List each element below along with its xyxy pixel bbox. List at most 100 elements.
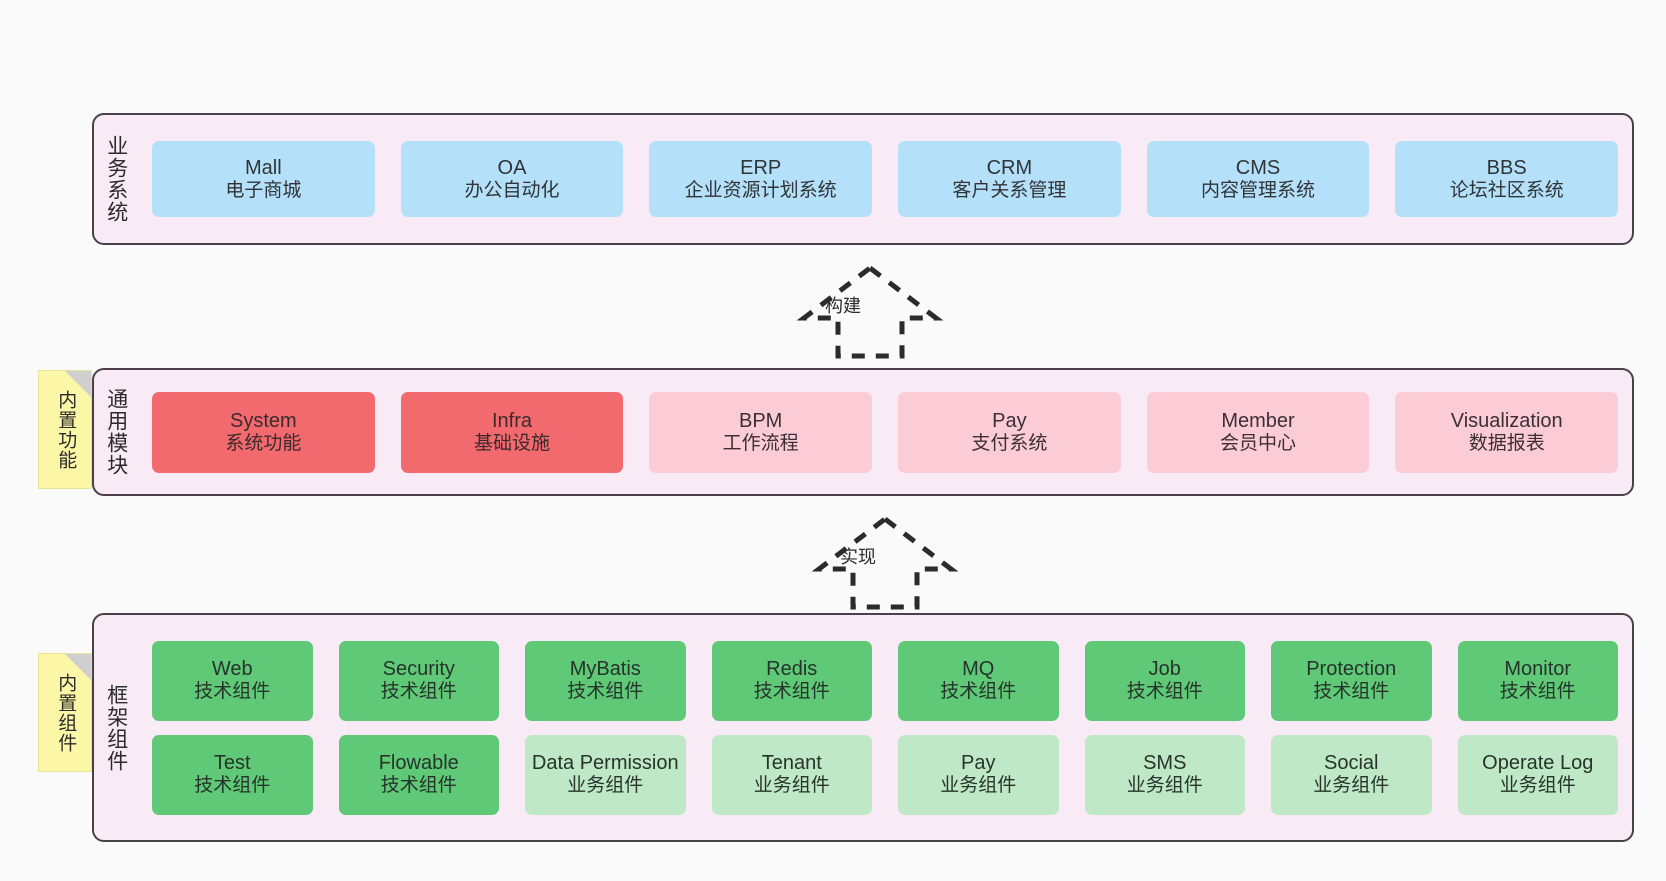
card-cms[interactable]: CMS 内容管理系统	[1146, 141, 1370, 217]
card-subtitle: 业务组件	[753, 775, 830, 797]
card-title: Pay	[961, 752, 996, 775]
card-subtitle: 业务组件	[1126, 775, 1203, 797]
card-title: Data Permission	[531, 752, 679, 775]
card-subtitle: 论坛社区系统	[1449, 179, 1564, 201]
card-title: BBS	[1486, 156, 1527, 179]
card-title: MyBatis	[569, 658, 641, 681]
layer-business-systems[interactable]: 业务系统 Mall 电子商城 OA 办公自动化 ERP 企业资源计划系统 CRM…	[92, 113, 1634, 245]
note-fold-corner-icon	[65, 371, 91, 397]
card-subtitle: 技术组件	[380, 775, 457, 797]
card-title: Infra	[491, 409, 533, 432]
card-title: Flowable	[378, 752, 459, 775]
card-test[interactable]: Test 技术组件	[152, 734, 313, 815]
card-crm[interactable]: CRM 客户关系管理	[898, 141, 1121, 217]
layer-framework-components-title: 框架组件	[104, 683, 128, 772]
card-subtitle: 技术组件	[1126, 681, 1203, 703]
card-title: CMS	[1235, 156, 1281, 179]
note-builtin-features[interactable]: 内置功能	[38, 370, 92, 489]
card-subtitle: 会员中心	[1220, 432, 1297, 454]
card-title: Operate Log	[1482, 752, 1594, 775]
card-subtitle: 业务组件	[940, 775, 1017, 797]
card-subtitle: 工作流程	[722, 432, 799, 454]
note-fold-corner-icon	[65, 654, 91, 680]
card-subtitle: 技术组件	[194, 681, 271, 703]
note-label: 内置组件	[55, 672, 77, 753]
layer-framework-components[interactable]: 框架组件 Web 技术组件 Security 技术组件 MyBatis 技术组件…	[92, 613, 1634, 842]
card-mq[interactable]: MQ 技术组件	[898, 640, 1059, 721]
card-pay-business[interactable]: Pay 业务组件	[898, 734, 1059, 815]
connector-implement-arrow	[811, 515, 959, 610]
card-title: MQ	[962, 658, 995, 681]
card-subtitle: 技术组件	[1313, 681, 1390, 703]
card-title: Social	[1324, 752, 1379, 775]
card-protection[interactable]: Protection 技术组件	[1271, 640, 1432, 721]
card-tenant[interactable]: Tenant 业务组件	[711, 734, 872, 815]
card-title: Test	[213, 752, 251, 775]
card-title: Mall	[245, 156, 282, 179]
card-subtitle: 办公自动化	[464, 179, 560, 201]
card-title: Redis	[766, 658, 818, 681]
card-title: Member	[1221, 409, 1295, 432]
card-subtitle: 系统功能	[225, 432, 302, 454]
connector-build-label: 构建	[825, 296, 861, 316]
card-subtitle: 基础设施	[474, 432, 551, 454]
card-member[interactable]: Member 会员中心	[1146, 391, 1370, 473]
card-job[interactable]: Job 技术组件	[1084, 640, 1245, 721]
card-flowable[interactable]: Flowable 技术组件	[338, 734, 499, 815]
card-bpm[interactable]: BPM 工作流程	[649, 391, 873, 473]
card-subtitle: 业务组件	[567, 775, 644, 797]
card-title: ERP	[740, 156, 782, 179]
card-security[interactable]: Security 技术组件	[338, 640, 499, 721]
card-subtitle: 技术组件	[1499, 681, 1576, 703]
card-subtitle: 技术组件	[194, 775, 271, 797]
card-title: BPM	[739, 409, 783, 432]
card-data-permission[interactable]: Data Permission 业务组件	[525, 734, 686, 815]
card-title: Job	[1148, 658, 1181, 681]
layer-business-systems-title: 业务系统	[104, 135, 128, 223]
card-title: Protection	[1306, 658, 1397, 681]
card-redis[interactable]: Redis 技术组件	[711, 640, 872, 721]
card-mybatis[interactable]: MyBatis 技术组件	[525, 640, 686, 721]
card-subtitle: 支付系统	[971, 432, 1048, 454]
card-operate-log[interactable]: Operate Log 业务组件	[1457, 734, 1618, 815]
card-subtitle: 数据报表	[1468, 432, 1545, 454]
card-subtitle: 电子商城	[225, 179, 302, 201]
card-row: Test 技术组件 Flowable 技术组件 Data Permission …	[152, 734, 1618, 815]
card-pay[interactable]: Pay 支付系统	[898, 391, 1121, 473]
card-oa[interactable]: OA 办公自动化	[400, 141, 624, 217]
card-erp[interactable]: ERP 企业资源计划系统	[649, 141, 873, 217]
card-infra[interactable]: Infra 基础设施	[400, 391, 624, 473]
layer-framework-components-body: Web 技术组件 Security 技术组件 MyBatis 技术组件 Redi…	[138, 615, 1632, 840]
card-title: OA	[497, 156, 527, 179]
card-monitor[interactable]: Monitor 技术组件	[1457, 640, 1618, 721]
card-subtitle: 技术组件	[940, 681, 1017, 703]
note-builtin-components[interactable]: 内置组件	[38, 653, 92, 772]
card-title: Security	[382, 658, 455, 681]
card-row: System 系统功能 Infra 基础设施 BPM 工作流程 Pay 支付系统…	[152, 391, 1619, 473]
card-visualization[interactable]: Visualization 数据报表	[1395, 391, 1619, 473]
card-bbs[interactable]: BBS 论坛社区系统	[1395, 141, 1619, 217]
card-title: SMS	[1143, 752, 1187, 775]
card-system[interactable]: System 系统功能	[152, 391, 375, 473]
card-subtitle: 内容管理系统	[1201, 179, 1316, 201]
card-subtitle: 业务组件	[1499, 775, 1576, 797]
note-label: 内置功能	[55, 389, 77, 470]
card-web[interactable]: Web 技术组件	[152, 640, 313, 721]
card-row: Mall 电子商城 OA 办公自动化 ERP 企业资源计划系统 CRM 客户关系…	[152, 141, 1619, 217]
card-subtitle: 技术组件	[380, 681, 457, 703]
card-subtitle: 企业资源计划系统	[684, 179, 837, 201]
layer-common-modules-body: System 系统功能 Infra 基础设施 BPM 工作流程 Pay 支付系统…	[138, 370, 1632, 494]
card-subtitle: 技术组件	[567, 681, 644, 703]
connector-build-arrow	[796, 264, 944, 359]
layer-common-modules-title: 通用模块	[104, 388, 128, 476]
card-mall[interactable]: Mall 电子商城	[152, 141, 375, 217]
card-title: Tenant	[761, 752, 822, 775]
card-sms[interactable]: SMS 业务组件	[1084, 734, 1245, 815]
layer-common-modules[interactable]: 通用模块 System 系统功能 Infra 基础设施 BPM 工作流程 Pay…	[92, 368, 1634, 496]
card-social[interactable]: Social 业务组件	[1271, 734, 1432, 815]
card-subtitle: 技术组件	[753, 681, 830, 703]
card-title: Web	[211, 658, 253, 681]
card-subtitle: 业务组件	[1313, 775, 1390, 797]
connector-implement-label: 实现	[840, 547, 876, 567]
